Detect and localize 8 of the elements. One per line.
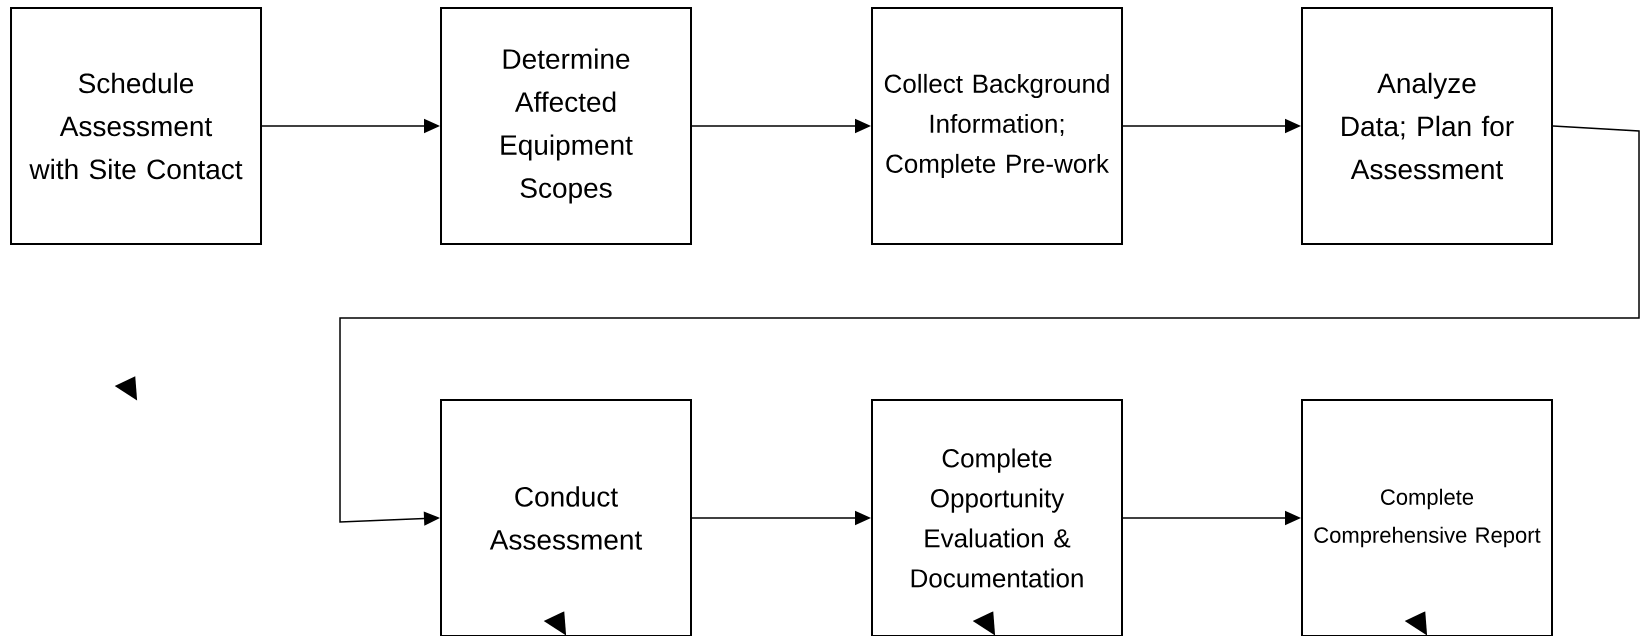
- process-box: Conduct Assessment: [440, 399, 692, 636]
- process-box: Complete Opportunity Evaluation & Documentation: [871, 399, 1123, 636]
- process-box: Collect Background Information; Complete Pre-work: [871, 7, 1123, 245]
- process-box: Complete Comprehensive Report: [1301, 399, 1553, 636]
- process-box: Analyze Data; Plan for Assessment: [1301, 7, 1553, 245]
- arrow: [339, 125, 1640, 526]
- process-box: Schedule Assessment with Site Contact: [10, 7, 262, 245]
- process-box: Determine Affected Equipment Scopes: [440, 7, 692, 245]
